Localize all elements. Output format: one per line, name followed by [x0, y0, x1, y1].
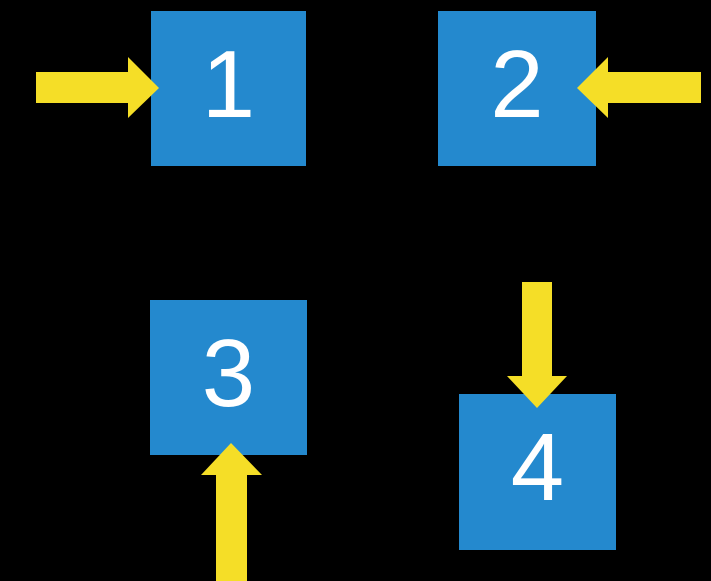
node-box-2[interactable]: 2	[438, 11, 596, 166]
arrow-down-icon[interactable]	[507, 282, 567, 408]
arrow-left-icon[interactable]	[577, 57, 701, 118]
node-box-3-label: 3	[201, 319, 256, 427]
node-box-2-label: 2	[490, 30, 544, 138]
node-box-1-label: 1	[201, 30, 256, 138]
node-box-4-label: 4	[510, 414, 565, 521]
node-box-3[interactable]: 3	[150, 300, 307, 455]
arrow-up-icon[interactable]	[201, 443, 262, 581]
node-box-4[interactable]: 4	[459, 394, 616, 550]
node-box-1[interactable]: 1	[151, 11, 306, 166]
arrow-right-icon[interactable]	[36, 57, 159, 118]
